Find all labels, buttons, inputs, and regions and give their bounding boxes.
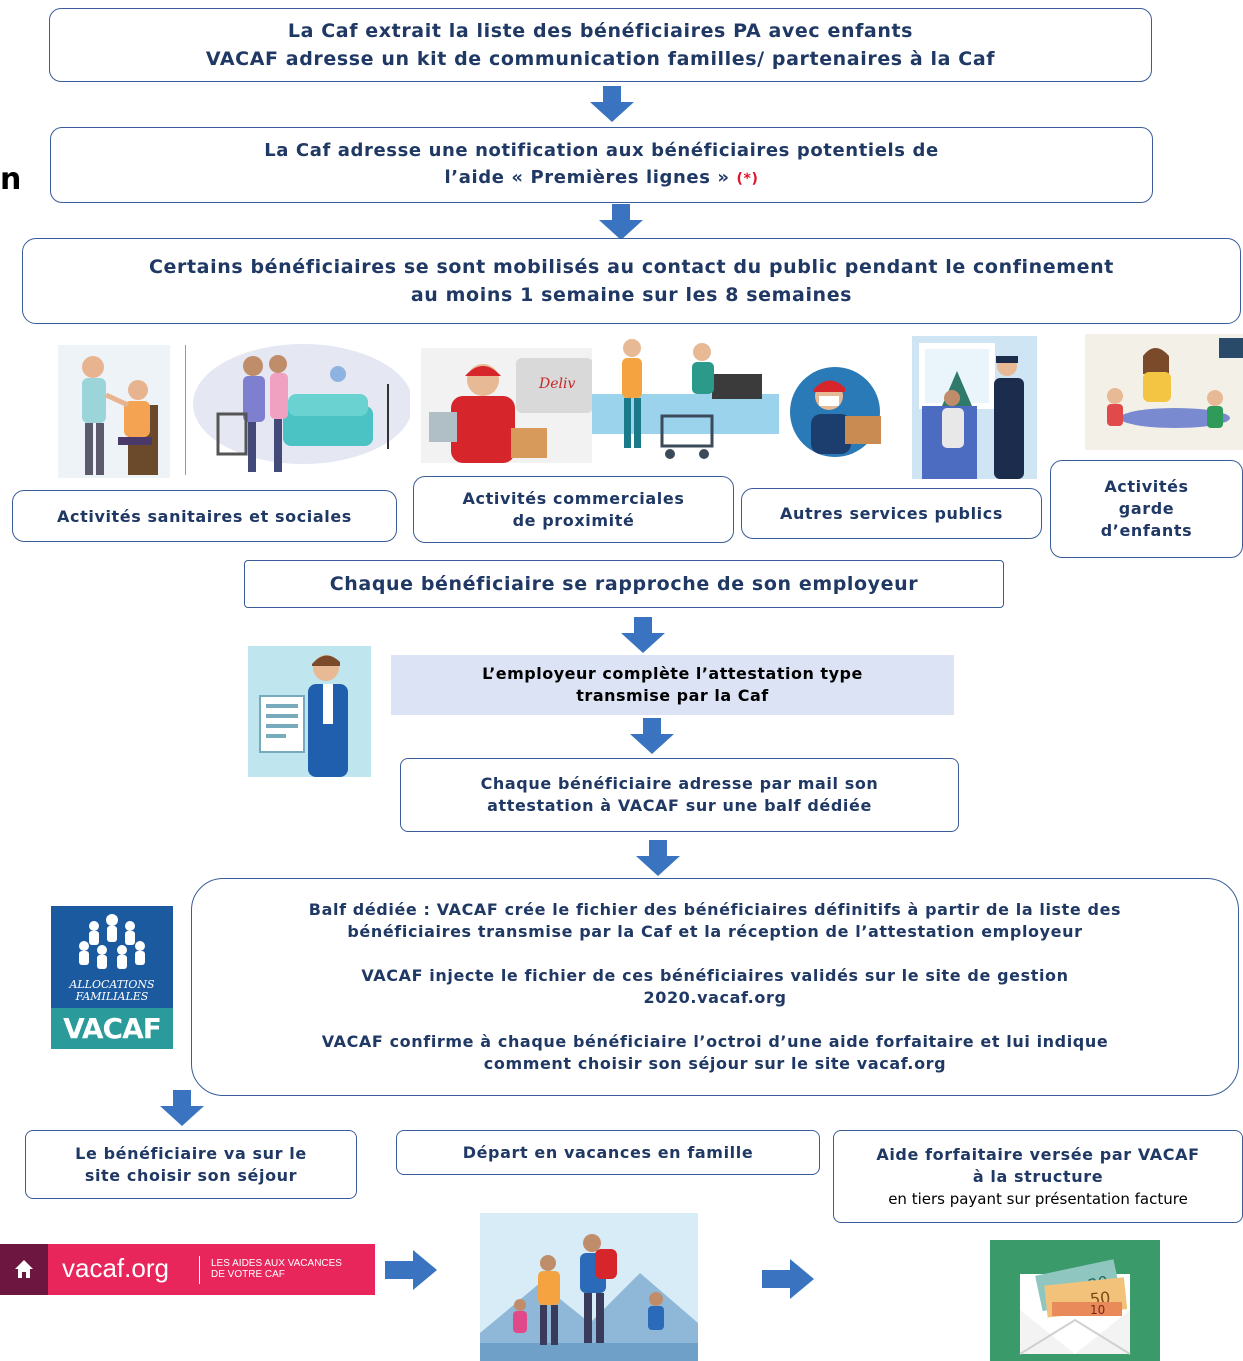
arrow-down-icon — [630, 718, 674, 754]
step-choose-stay: Le bénéficiaire va sur le site choisir s… — [25, 1130, 357, 1199]
vacaf-logo: ALLOCATIONS FAMILIALES VACAF — [51, 906, 173, 1049]
cropped-left-text: n — [0, 162, 22, 197]
arrow-down-icon — [160, 1090, 204, 1126]
step-notification: La Caf adresse une notification aux béné… — [50, 127, 1153, 203]
employer-document-illustration — [248, 646, 371, 777]
logo-org-line2: FAMILIALES — [75, 990, 149, 1003]
step-employer-line2: transmise par la Caf — [576, 686, 769, 705]
logo-org-line1: ALLOCATIONS — [69, 978, 155, 991]
delivery-man-illustration: Deliv — [421, 348, 593, 463]
step-choose-line1: Le bénéficiaire va sur le — [75, 1143, 307, 1163]
activity-commerce-line1: Activités commerciales — [462, 488, 685, 508]
step-vacaf-p3-line2: comment choisir son séjour sur le site v… — [483, 1054, 947, 1073]
step-send-line1: Chaque bénéficiaire adresse par mail son — [480, 774, 879, 793]
arrow-down-icon — [590, 86, 634, 122]
arrow-down-icon — [599, 204, 643, 240]
banner-tag-line2: DE VOTRE CAF — [211, 1269, 285, 1280]
activity-childcare-line1: Activités — [1104, 477, 1189, 496]
train-conductor-illustration — [912, 336, 1037, 479]
truck-text: Deliv — [538, 376, 575, 392]
step-notification-line2-wrap: l’aide « Premières lignes » (*) — [445, 164, 759, 193]
step-vacaf-p1-line1: Balf dédiée : VACAF crée le fichier des … — [308, 900, 1122, 919]
activity-health-social: Activités sanitaires et sociales — [12, 490, 397, 542]
step-aid-line1: Aide forfaitaire versée par VACAF — [876, 1144, 1200, 1164]
envelope-banknotes-illustration: 20 50 10 — [990, 1240, 1160, 1361]
step-contact-employer-label: Chaque bénéficiaire se rapproche de son … — [329, 573, 919, 595]
supermarket-checkout-illustration — [592, 334, 781, 469]
activity-childcare-line3: d’enfants — [1100, 521, 1193, 540]
home-icon — [15, 1260, 33, 1278]
step-contact-employer: Chaque bénéficiaire se rapproche de son … — [244, 560, 1004, 608]
arrow-right-icon — [385, 1250, 437, 1290]
step-employer-line1: L’employeur complète l’attestation type — [482, 664, 863, 683]
nurse-elder-illustration — [58, 345, 170, 478]
logo-brand: VACAF — [51, 1008, 173, 1049]
banner-site[interactable]: vacaf.org — [62, 1253, 169, 1283]
activity-public-services: Autres services publics — [741, 488, 1042, 539]
step-aid-line2: à la structure — [972, 1166, 1104, 1186]
arrow-right-icon — [762, 1259, 814, 1299]
banner-divider — [199, 1256, 200, 1284]
step-mobilised-line1: Certains bénéficiaires se sont mobilisés… — [149, 256, 1114, 278]
step-employer-attestation: L’employeur complète l’attestation type … — [391, 655, 954, 715]
banner-tagline: LES AIDES AUX VACANCES DE VOTRE CAF — [211, 1258, 342, 1280]
courier-package-illustration — [779, 366, 891, 458]
step-vacaf-p2-line1: VACAF injecte le fichier de ces bénéfici… — [361, 966, 1069, 985]
step-mobilised-line2: au moins 1 semaine sur les 8 semaines — [410, 284, 853, 306]
step-extract-list: La Caf extrait la liste des bénéficiaire… — [49, 8, 1152, 82]
footnote-marker: (*) — [736, 171, 759, 187]
step-mobilised: Certains bénéficiaires se sont mobilisés… — [22, 238, 1241, 324]
step-extract-list-line1: La Caf extrait la liste des bénéficiaire… — [287, 20, 914, 42]
divider — [185, 345, 186, 475]
step-choose-line2: site choisir son séjour — [84, 1165, 298, 1185]
banner-tag-line1: LES AIDES AUX VACANCES — [211, 1258, 342, 1269]
step-send-attestation: Chaque bénéficiaire adresse par mail son… — [400, 758, 959, 832]
step-extract-list-line2: VACAF adresse un kit de communication fa… — [205, 48, 996, 70]
activity-local-commerce: Activités commerciales de proximité — [413, 476, 734, 543]
activity-childcare: Activités garde d’enfants — [1050, 460, 1243, 558]
activity-health-social-label: Activités sanitaires et sociales — [57, 506, 352, 526]
step-aid-line3: en tiers payant sur présentation facture — [888, 1189, 1188, 1208]
vacaf-org-banner[interactable]: vacaf.org LES AIDES AUX VACANCES DE VOTR… — [0, 1244, 375, 1295]
step-notification-line2: l’aide « Premières lignes » — [444, 167, 730, 188]
step-notification-line1: La Caf adresse une notification aux béné… — [264, 140, 939, 161]
family-hiking-illustration — [480, 1213, 698, 1361]
step-send-line2: attestation à VACAF sur une balf dédiée — [487, 796, 872, 815]
family-figures-icon — [79, 914, 145, 969]
step-vacaf-p2-line2: 2020.vacaf.org — [643, 988, 787, 1007]
step-departure-label: Départ en vacances en famille — [462, 1143, 754, 1162]
activity-public-services-label: Autres services publics — [780, 504, 1003, 523]
step-vacaf-p3-line1: VACAF confirme à chaque bénéficiaire l’o… — [321, 1032, 1109, 1051]
step-vacaf-processing: Balf dédiée : VACAF crée le fichier des … — [191, 878, 1239, 1096]
arrow-down-icon — [621, 617, 665, 653]
activity-childcare-line2: garde — [1118, 499, 1175, 518]
activity-commerce-line2: de proximité — [512, 510, 635, 530]
arrow-down-icon — [636, 840, 680, 876]
home-icon-wrap[interactable] — [0, 1244, 48, 1295]
step-vacaf-p1-line2: bénéficiaires transmise par la Caf et la… — [347, 922, 1083, 941]
step-aid-payment: Aide forfaitaire versée par VACAF à la s… — [833, 1130, 1243, 1223]
banknote-value-3: 10 — [1090, 1303, 1105, 1317]
step-departure: Départ en vacances en famille — [396, 1130, 820, 1175]
caregiver-living-room-illustration — [188, 344, 410, 477]
childcare-illustration — [1085, 334, 1243, 450]
